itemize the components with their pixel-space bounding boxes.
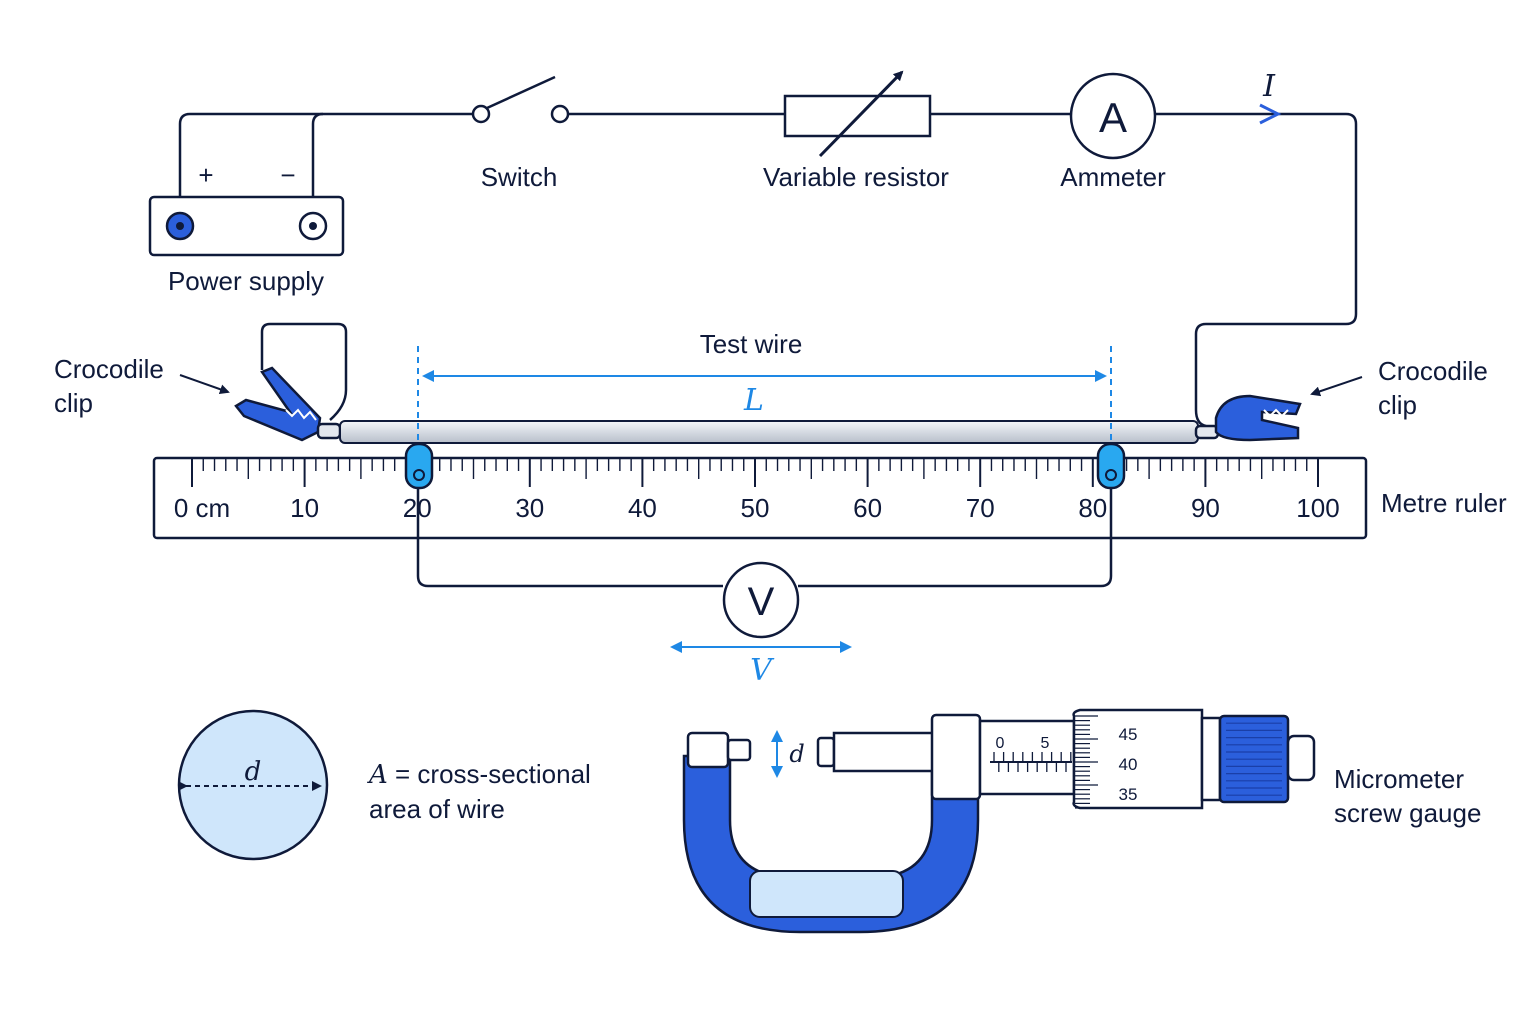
ratchet-end <box>1286 734 1316 782</box>
left-clip-label-line1: Crocodile <box>54 354 164 384</box>
sleeve-number-0: 0 <box>996 735 1005 752</box>
current-indicator: I <box>1259 69 1282 125</box>
probe-left <box>404 442 434 490</box>
ammeter-symbol: A <box>1099 94 1127 141</box>
probe-right <box>1096 442 1126 490</box>
switch-label: Switch <box>481 162 558 192</box>
voltmeter-symbol: V <box>748 580 775 624</box>
right-clip-pointer <box>1310 376 1363 397</box>
sleeve <box>978 719 1076 796</box>
frame-insulation-pad <box>749 870 904 918</box>
plus-sign: + <box>198 160 213 190</box>
variable-resistor-label: Variable resistor <box>763 162 949 192</box>
area-symbol: A <box>367 760 388 790</box>
power-supply: + − Power supply <box>148 160 345 296</box>
right-crocodile-clip: Crocodile clip <box>1194 356 1488 442</box>
thimble-number-45: 45 <box>1119 725 1138 744</box>
left-crocodile-clip: Crocodile clip <box>54 354 342 442</box>
ruler-number-50: 50 <box>741 493 770 523</box>
voltage-symbol: V <box>750 653 775 688</box>
thimble <box>1072 708 1204 810</box>
thimble-ticks <box>1075 715 1098 809</box>
micrometer-label-line2: screw gauge <box>1334 798 1481 828</box>
thimble-number-40: 40 <box>1119 755 1138 774</box>
test-wire-label: Test wire <box>700 329 803 359</box>
sleeve-ticks <box>993 752 1072 772</box>
test-wire: Test wire <box>339 329 1199 444</box>
current-arrow-icon <box>1259 103 1282 125</box>
ruler-number-70: 70 <box>966 493 995 523</box>
micrometer-screw-gauge: d 0 5 45 40 35 Micrometer screw gauge <box>682 708 1481 934</box>
sleeve-number-5: 5 <box>1041 735 1050 752</box>
minus-sign: − <box>280 160 295 190</box>
anvil <box>686 731 730 769</box>
left-clip-pointer <box>179 374 230 395</box>
ruler-number-80: 80 <box>1078 493 1107 523</box>
voltage-indicator: V <box>670 641 852 688</box>
length-dimension: L <box>417 346 1112 448</box>
ruler-number-0: 0 cm <box>174 493 230 523</box>
voltmeter-wiring <box>416 482 1113 588</box>
left-clip-label-line2: clip <box>54 388 93 418</box>
wire-cross-section: d A = cross-sectional area of wire <box>177 709 591 861</box>
micrometer-label-line1: Micrometer <box>1334 764 1464 794</box>
knob-grip-lines <box>1226 722 1282 796</box>
current-symbol: I <box>1262 69 1276 104</box>
ammeter-label: Ammeter <box>1060 162 1166 192</box>
area-definition-line1: A = cross-sectional <box>367 759 591 790</box>
ruler-number-100: 100 <box>1296 493 1339 523</box>
gap-symbol: d <box>789 740 804 768</box>
thimble-number-35: 35 <box>1119 785 1138 804</box>
switch: Switch <box>471 75 570 192</box>
length-symbol: L <box>743 383 764 418</box>
ruler-number-40: 40 <box>628 493 657 523</box>
spindle <box>832 731 936 773</box>
right-clip-label-line2: clip <box>1378 390 1417 420</box>
power-supply-label: Power supply <box>168 266 324 296</box>
voltmeter: V <box>722 561 800 639</box>
ruler-number-30: 30 <box>515 493 544 523</box>
ruler-number-90: 90 <box>1191 493 1220 523</box>
ruler-number-60: 60 <box>853 493 882 523</box>
circuit-wiring <box>178 112 1358 428</box>
variable-resistor: Variable resistor <box>763 70 949 192</box>
metre-ruler-label: Metre ruler <box>1381 488 1507 518</box>
diameter-symbol: d <box>245 757 262 787</box>
area-text: = cross-sectional <box>388 759 591 789</box>
ruler-number-10: 10 <box>290 493 319 523</box>
ammeter: A Ammeter <box>1060 72 1166 192</box>
right-clip-label-line1: Crocodile <box>1378 356 1488 386</box>
area-definition-line2: area of wire <box>369 794 505 824</box>
